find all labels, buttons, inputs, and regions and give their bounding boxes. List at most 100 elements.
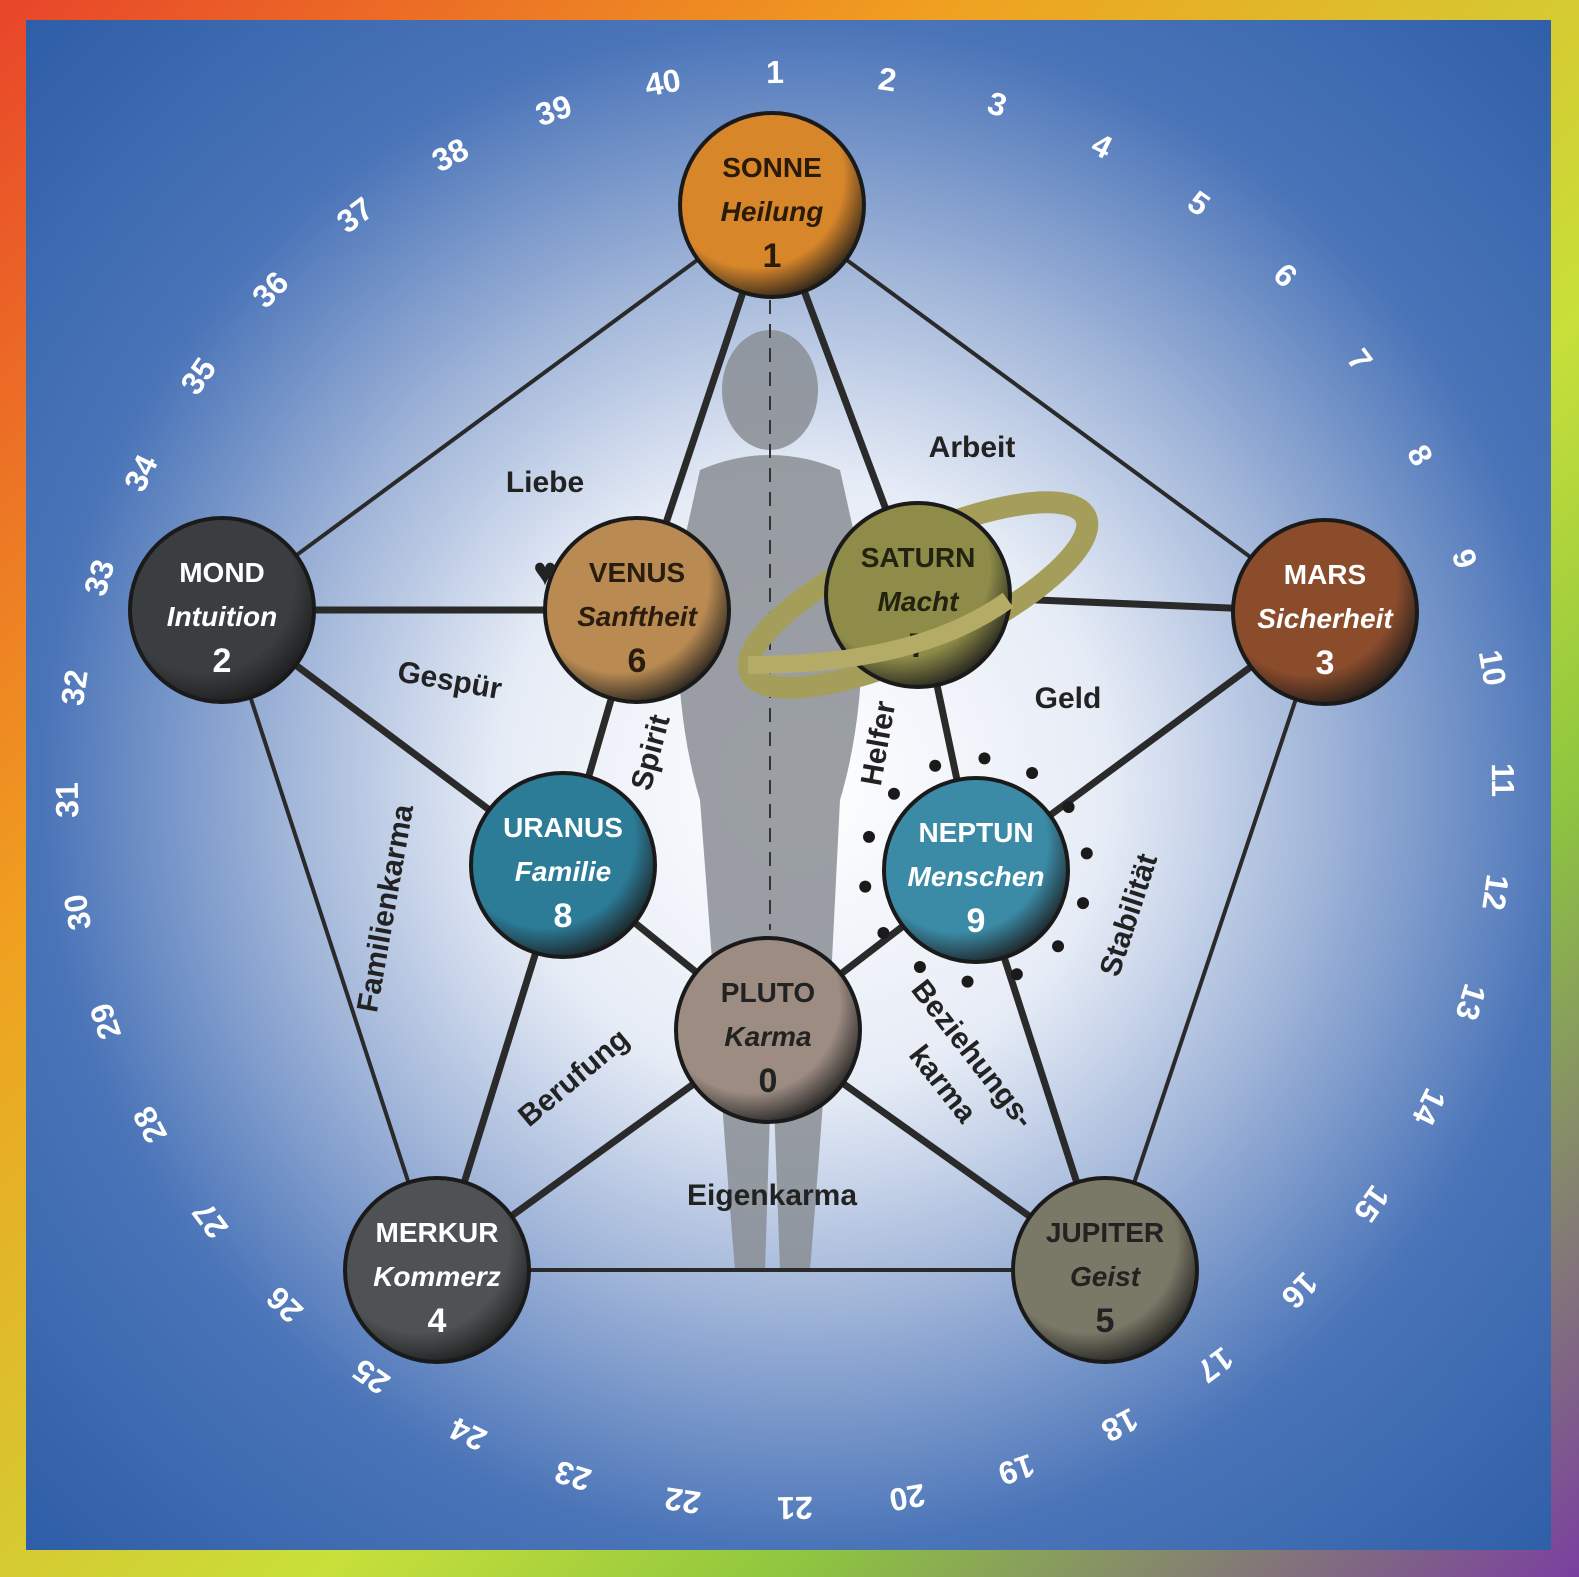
ring-number-33: 33 <box>77 555 122 600</box>
ring-number-10: 10 <box>1472 647 1514 688</box>
ring-number-26: 26 <box>259 1279 310 1330</box>
connection-mars-jupiter <box>1103 611 1327 1271</box>
ring-number-34: 34 <box>117 449 165 497</box>
ring-number-9: 9 <box>1445 544 1485 572</box>
mond-meaning: Intuition <box>167 601 277 632</box>
saturn-ring-front <box>747 592 1014 674</box>
uranus-meaning: Familie <box>515 856 611 887</box>
ring-number-19: 19 <box>994 1447 1039 1493</box>
mars-name: MARS <box>1284 559 1366 590</box>
ring-number-40: 40 <box>642 62 683 104</box>
ring-number-8: 8 <box>1400 439 1440 472</box>
planet-mond: MOND Intuition 2 <box>128 516 316 704</box>
ring-number-30: 30 <box>57 892 99 933</box>
pluto-name: PLUTO <box>721 977 815 1008</box>
area-label-gespuer: Gespür <box>395 655 504 706</box>
ring-number-36: 36 <box>245 264 296 315</box>
planet-pluto: PLUTO Karma 0 <box>674 936 862 1124</box>
area-label-eigenkarma: Eigenkarma <box>687 1179 857 1212</box>
neptun-dot <box>913 960 926 973</box>
mond-number: 2 <box>213 642 232 680</box>
merkur-meaning: Kommerz <box>373 1261 501 1292</box>
ring-number-32: 32 <box>54 667 95 707</box>
jupiter-meaning: Geist <box>1070 1261 1142 1292</box>
ring-number-28: 28 <box>126 1101 174 1149</box>
area-label-helfer: Helfer <box>855 698 902 788</box>
area-label-berufung: Berufung <box>512 1022 635 1133</box>
area-label-familienkarma: Familienkarma <box>351 802 420 1015</box>
sonne-number: 1 <box>763 237 782 275</box>
neptun-meaning: Menschen <box>908 861 1045 892</box>
planet-venus: VENUS Sanftheit 6 <box>543 516 731 704</box>
ring-number-7: 7 <box>1340 342 1379 378</box>
ring-number-21: 21 <box>777 1490 813 1526</box>
uranus-number: 8 <box>554 897 573 935</box>
connection-sonne-mond <box>220 203 774 612</box>
neptun-dot <box>1026 767 1039 780</box>
neptun-dot <box>887 787 900 800</box>
ring-number-35: 35 <box>173 351 223 401</box>
ring-number-14: 14 <box>1405 1083 1453 1131</box>
sonne-meaning: Heilung <box>721 196 824 227</box>
ring-number-37: 37 <box>330 190 380 240</box>
neptun-dot <box>1010 968 1023 981</box>
pluto-number: 0 <box>759 1062 778 1100</box>
mars-number: 3 <box>1316 644 1335 682</box>
ring-number-29: 29 <box>83 999 129 1044</box>
venus-number: 6 <box>628 642 647 680</box>
area-label-arbeit: Arbeit <box>929 431 1016 464</box>
ring-number-25: 25 <box>346 1352 396 1402</box>
ring-number-6: 6 <box>1267 256 1305 294</box>
ring-number-2: 2 <box>876 60 899 98</box>
ring-number-4: 4 <box>1086 126 1118 166</box>
ring-number-23: 23 <box>550 1453 595 1498</box>
neptun-dot <box>978 752 991 765</box>
ring-number-18: 18 <box>1096 1401 1144 1449</box>
jupiter-number: 5 <box>1096 1302 1115 1340</box>
mond-name: MOND <box>179 557 265 588</box>
ring-number-16: 16 <box>1274 1265 1325 1316</box>
planet-mars: MARS Sicherheit 3 <box>1231 518 1419 706</box>
ring-number-20: 20 <box>887 1477 928 1519</box>
saturn-meaning: Macht <box>878 586 961 617</box>
connection-mond-merkur <box>220 609 439 1271</box>
merkur-name: MERKUR <box>376 1217 499 1248</box>
neptun-dot <box>1080 847 1093 860</box>
ring-number-38: 38 <box>426 131 474 179</box>
area-label-geld: Geld <box>1035 682 1102 715</box>
ring-number-39: 39 <box>531 88 576 134</box>
mars-meaning: Sicherheit <box>1257 603 1394 634</box>
ring-number-24: 24 <box>444 1410 492 1458</box>
area-label-spirit: Spirit <box>625 711 677 794</box>
saturn-name: SATURN <box>861 542 976 573</box>
ring-number-22: 22 <box>662 1480 702 1521</box>
sonne-name: SONNE <box>722 152 822 183</box>
ring-number-1: 1 <box>766 54 784 90</box>
neptun-dot <box>961 975 974 988</box>
venus-meaning: Sanftheit <box>577 601 698 632</box>
planet-sonne: SONNE Heilung 1 <box>678 111 866 299</box>
ring-number-15: 15 <box>1347 1179 1397 1229</box>
heart-icon: ♥ <box>533 550 557 594</box>
neptun-dot <box>1062 800 1075 813</box>
venus-name: VENUS <box>589 557 685 588</box>
ring-number-12: 12 <box>1475 872 1516 912</box>
ring-number-17: 17 <box>1190 1340 1240 1390</box>
ring-number-31: 31 <box>49 782 85 818</box>
ring-number-13: 13 <box>1448 980 1493 1025</box>
neptun-dot <box>929 759 942 772</box>
neptun-dot <box>863 830 876 843</box>
neptun-name: NEPTUN <box>918 817 1033 848</box>
planet-uranus: URANUS Familie 8 <box>469 771 657 959</box>
uranus-name: URANUS <box>503 812 623 843</box>
area-label-liebe: Liebe <box>506 466 584 499</box>
neptun-dot <box>1076 897 1089 910</box>
pluto-meaning: Karma <box>724 1021 811 1052</box>
neptun-dot <box>877 927 890 940</box>
connection-sonne-mars <box>770 203 1327 614</box>
